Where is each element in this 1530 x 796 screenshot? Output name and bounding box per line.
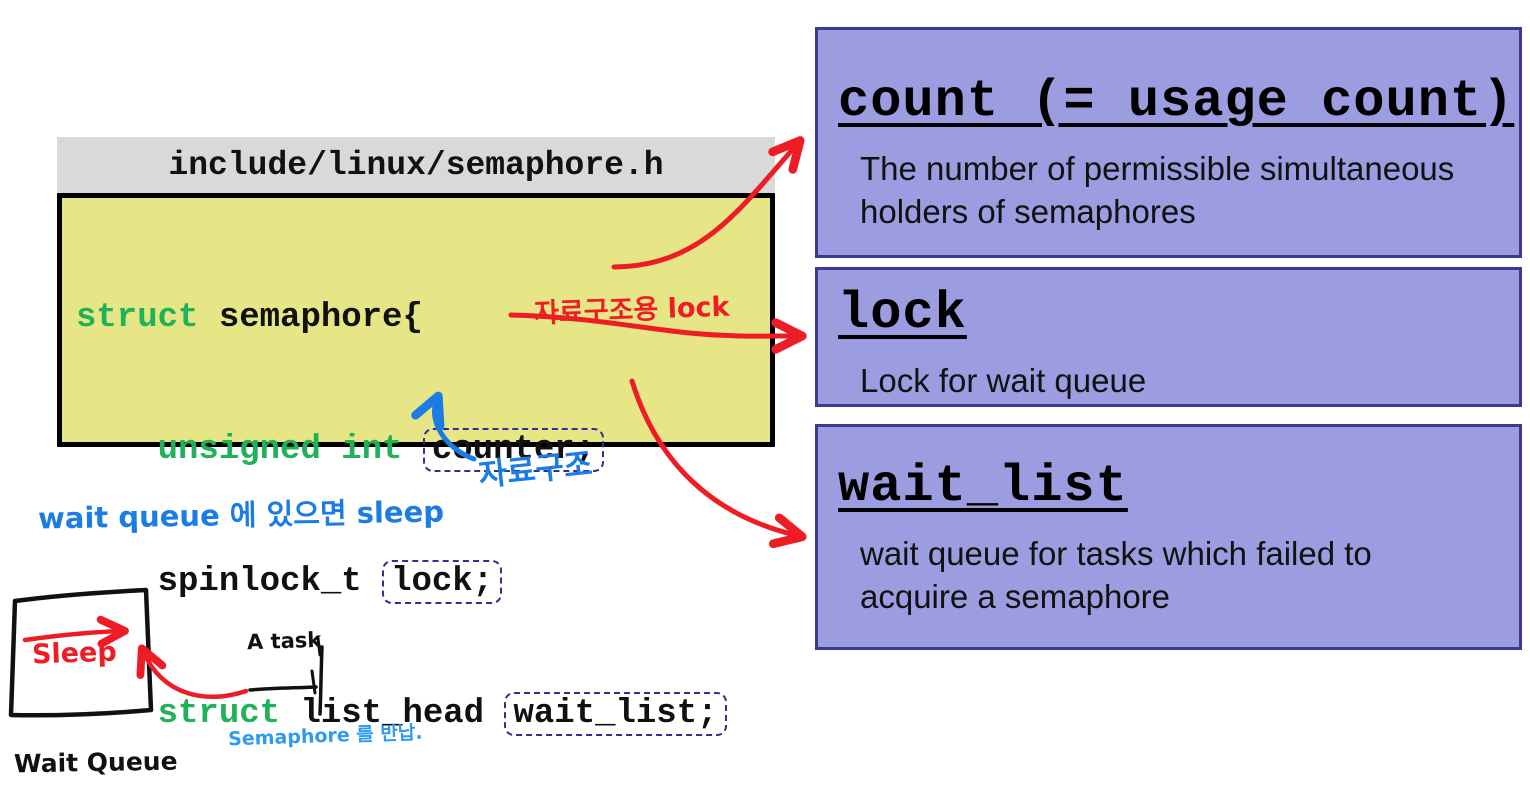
info-box-desc: Lock for wait queue: [860, 362, 1147, 399]
info-box-title: count (= usage count): [838, 72, 1515, 131]
info-box-wait-list: wait_list wait queue for tasks which fai…: [815, 424, 1522, 650]
code-text: semaphore{: [198, 299, 423, 337]
code-indent: [76, 431, 158, 469]
code-file-path: include/linux/semaphore.h: [168, 146, 664, 184]
info-box-desc: The number of permissible simultaneous h…: [860, 150, 1455, 230]
code-text: [402, 431, 422, 469]
task-label: A task: [246, 627, 322, 655]
keyword-struct: struct: [157, 695, 281, 733]
info-box-lock: lock Lock for wait queue: [815, 267, 1522, 407]
code-line-lock: spinlock_t lock;: [76, 560, 770, 604]
sleep-handwritten-note: wait queue 에 있으면 sleep: [37, 494, 445, 536]
info-box-title: lock: [838, 284, 967, 343]
wait-queue-label: Wait Queue: [13, 746, 178, 779]
code-line-wait-list: struct list_head wait_list;: [76, 692, 770, 736]
code-file-header: include/linux/semaphore.h: [57, 137, 775, 193]
sleep-label: Sleep: [31, 636, 118, 671]
lock-handwritten-note: 자료구조용 lock: [533, 291, 730, 330]
info-box-title: wait_list: [838, 457, 1128, 516]
code-text: spinlock_t: [157, 563, 383, 601]
info-box-count: count (= usage count) The number of perm…: [815, 27, 1522, 258]
keyword-unsigned-int: unsigned int: [157, 431, 403, 469]
info-box-desc: wait queue for tasks which failed to acq…: [860, 535, 1372, 615]
wait-list-field-outline: wait_list;: [504, 692, 727, 736]
code-indent: [76, 563, 158, 601]
code-line-struct: struct semaphore{: [76, 296, 770, 340]
code-indent: [76, 695, 158, 733]
lock-field-outline: lock;: [382, 560, 503, 604]
code-line-counter: unsigned int counter;: [76, 428, 770, 472]
code-text: list_head: [280, 695, 505, 733]
keyword-struct: struct: [76, 299, 199, 337]
